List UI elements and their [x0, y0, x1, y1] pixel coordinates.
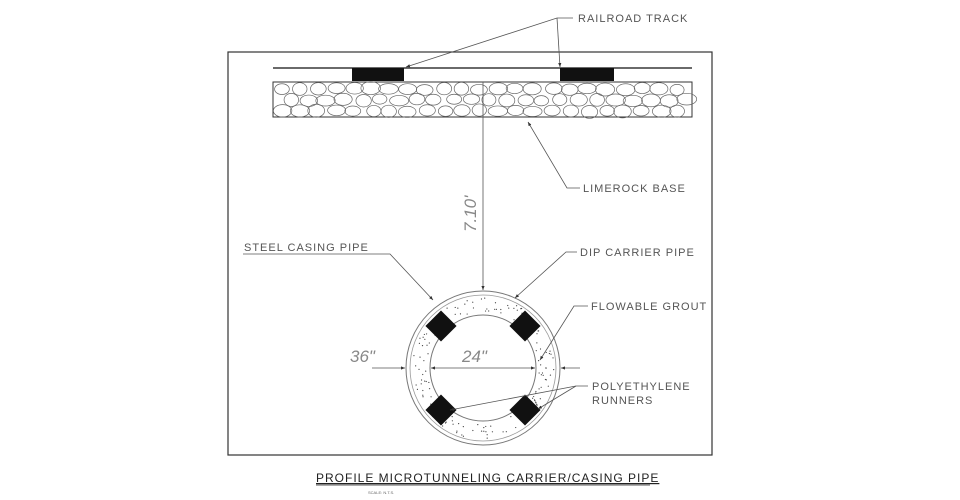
steel-casing-pipe-label: STEEL CASING PIPE — [244, 242, 369, 254]
limerock-base-label: LIMEROCK BASE — [583, 183, 686, 195]
rail-right — [560, 68, 614, 81]
depth-dimension-label: 7.10' — [461, 195, 480, 232]
drawing-frame — [227, 51, 713, 456]
dip-carrier-pipe-label: DIP CARRIER PIPE — [580, 247, 695, 259]
flowable-grout-label: FLOWABLE GROUT — [591, 301, 707, 313]
scale-note: SCALE: N.T.S. — [368, 490, 394, 495]
rail-left — [352, 68, 404, 81]
railroad-track-label: RAILROAD TRACK — [578, 13, 688, 25]
casing-diameter-label: 36" — [350, 347, 376, 366]
polyethylene-runners-label-1: POLYETHYLENE — [592, 381, 691, 393]
limerock-base-layer — [272, 81, 698, 119]
carrier-diameter-label: 24" — [461, 347, 488, 366]
polyethylene-runners-label-2: RUNNERS — [592, 395, 653, 407]
drawing-title: PROFILE MICROTUNNELING CARRIER/CASING PI… — [316, 471, 659, 485]
